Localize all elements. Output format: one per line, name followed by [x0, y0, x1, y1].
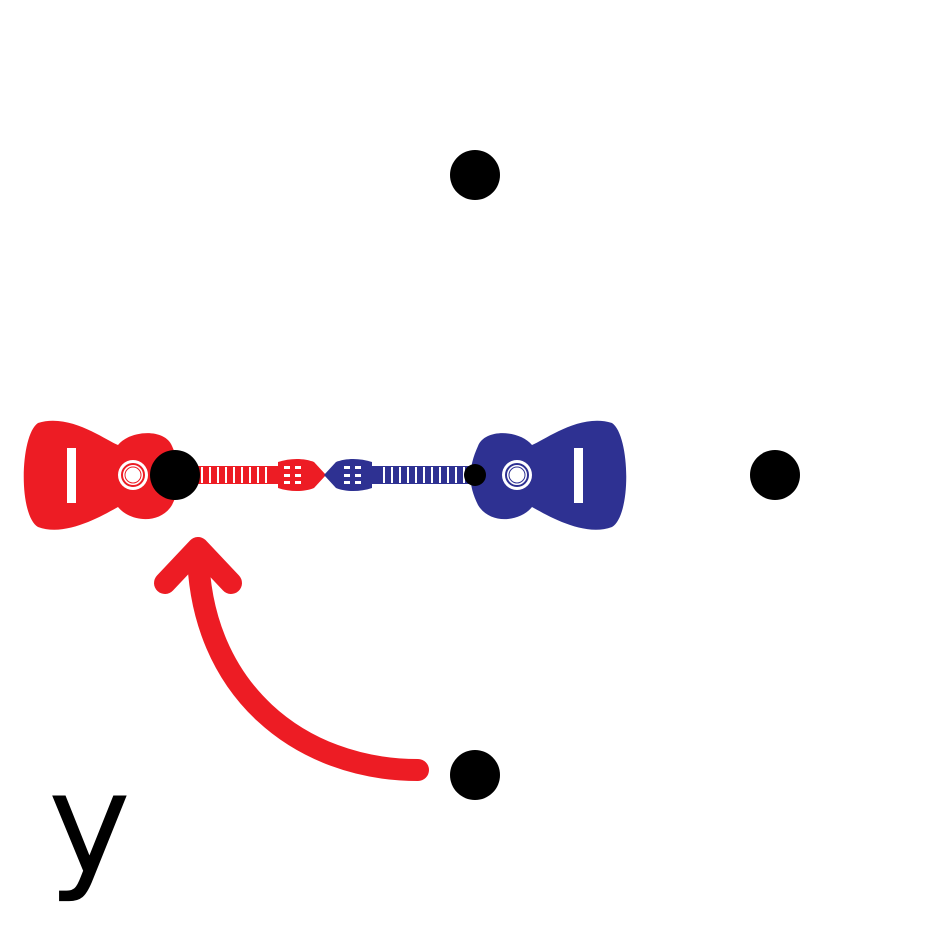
blue-guitar-bridge — [574, 448, 583, 503]
curved-arrow-icon — [154, 537, 429, 781]
red-guitar-frets — [201, 467, 267, 483]
red-guitar-icon — [23, 420, 326, 530]
axis-label: y — [48, 743, 131, 906]
dot-center — [464, 464, 486, 486]
arrow-shaft — [187, 541, 429, 781]
red-guitar-body — [23, 420, 180, 530]
dot-left — [150, 450, 200, 500]
blue-guitar-frets — [383, 467, 465, 483]
blue-guitar-icon — [324, 420, 627, 530]
red-guitar-bridge — [67, 448, 76, 503]
dot-top — [450, 150, 500, 200]
dot-right — [750, 450, 800, 500]
arrow-head — [154, 537, 242, 594]
dot-bottom — [450, 750, 500, 800]
blue-guitar-body — [470, 420, 627, 530]
